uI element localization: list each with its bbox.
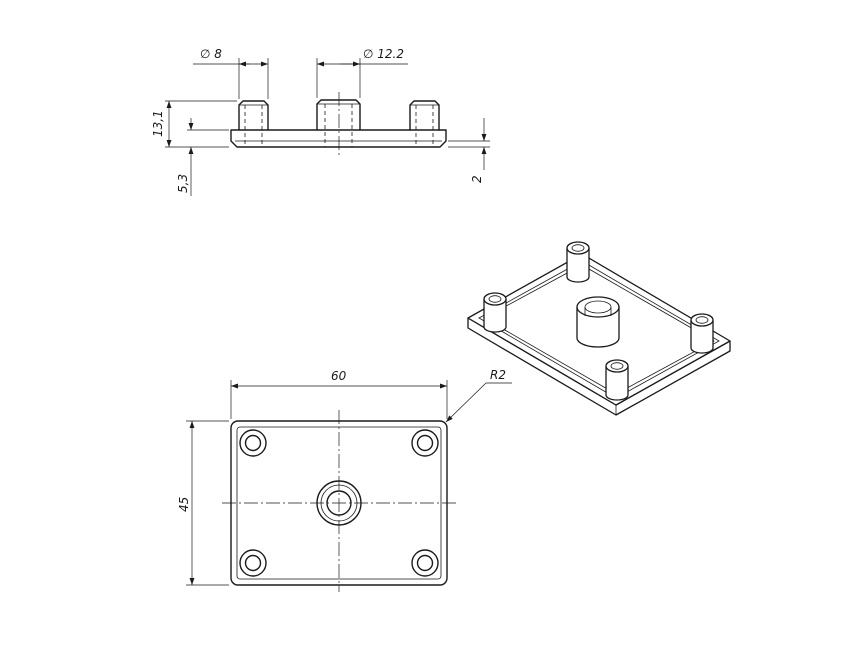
top-left-pin xyxy=(239,429,267,457)
plate-offset-label: 5,3 xyxy=(176,174,190,193)
center-boss-top xyxy=(316,480,362,526)
side-view-dimensions: ∅ 8 ∅ 12.2 13,1 5,3 2 xyxy=(151,47,490,196)
center-boss xyxy=(576,296,620,348)
top-view-dimensions: 60 45 R2 xyxy=(177,368,512,586)
back-pin xyxy=(566,241,590,283)
top-view xyxy=(222,410,456,592)
height-label: 45 xyxy=(177,497,191,512)
isometric-view xyxy=(467,241,731,416)
plate-thickness-label: 2 xyxy=(470,175,484,183)
width-label: 60 xyxy=(331,369,347,383)
left-pin xyxy=(483,292,507,333)
front-pin xyxy=(605,359,629,401)
corner-radius-label: R2 xyxy=(490,368,506,382)
right-pin xyxy=(690,313,714,354)
bottom-left-pin xyxy=(239,549,267,577)
overall-height-label: 13,1 xyxy=(151,110,165,137)
top-right-pin xyxy=(411,429,439,457)
boss-diameter-label: ∅ 12.2 xyxy=(363,47,404,61)
side-view xyxy=(230,92,447,158)
pin-diameter-label: ∅ 8 xyxy=(200,47,222,61)
bottom-right-pin xyxy=(411,549,439,577)
